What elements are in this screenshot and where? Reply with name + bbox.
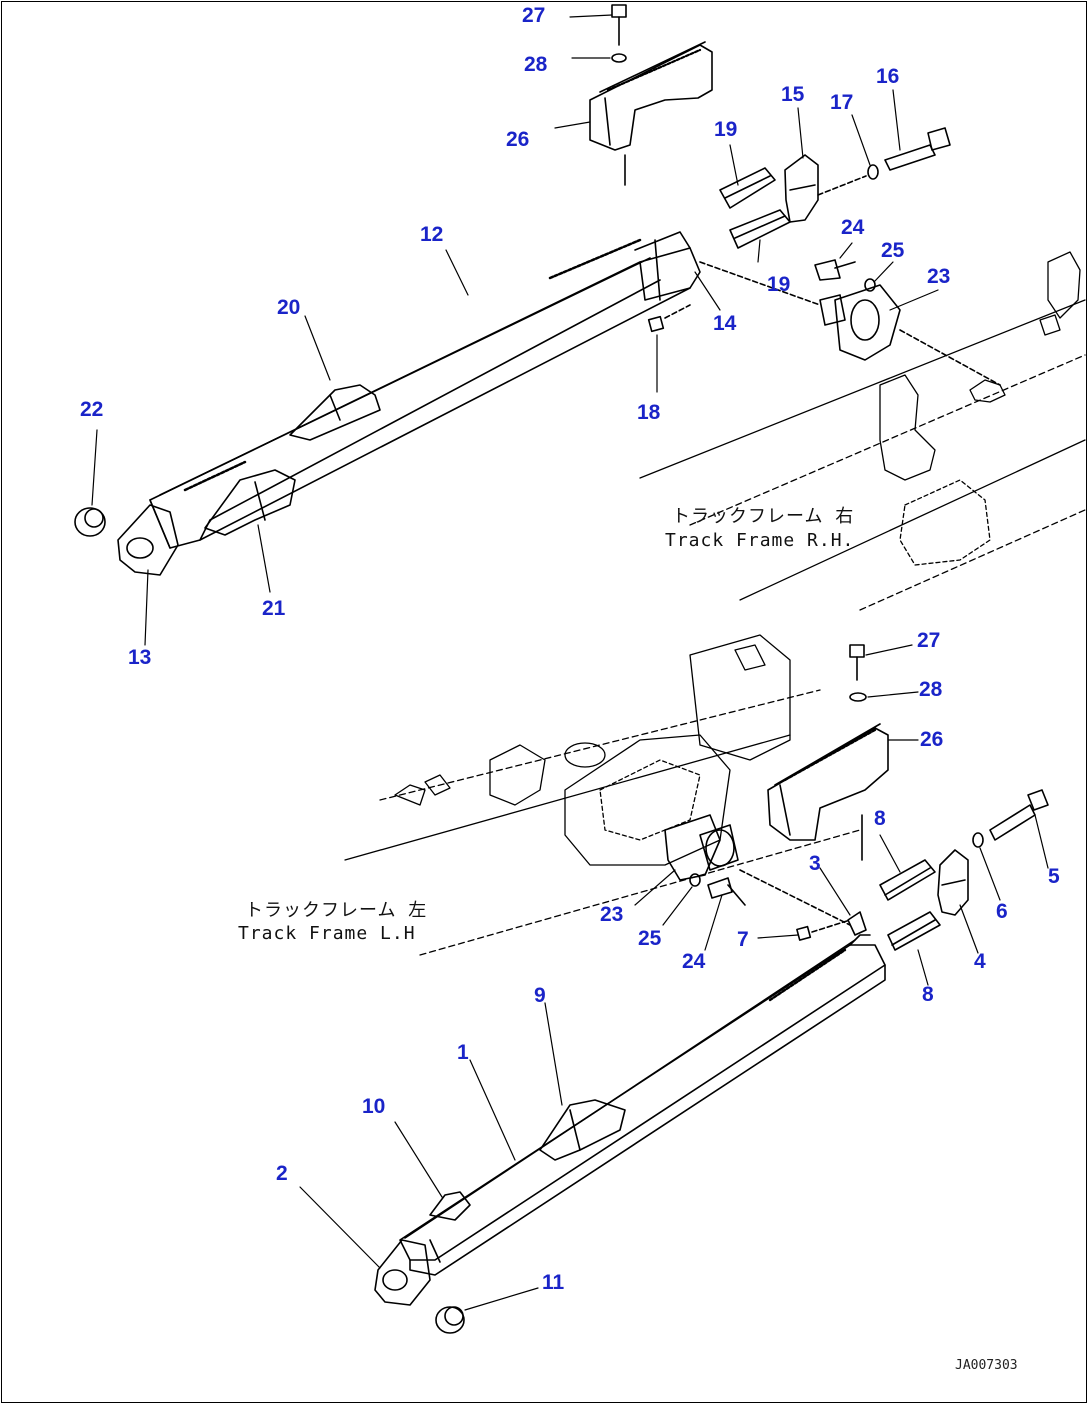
callout-3: 3 <box>809 852 821 875</box>
callout-18: 18 <box>637 401 661 424</box>
callout-28-upper: 28 <box>524 53 548 76</box>
callout-13: 13 <box>128 646 152 669</box>
callout-24-upper: 24 <box>841 216 865 239</box>
callout-9: 9 <box>534 984 546 1007</box>
callout-2: 2 <box>276 1162 288 1185</box>
callout-7: 7 <box>737 928 749 951</box>
callout-17: 17 <box>830 91 854 114</box>
yoke-lh-body <box>374 911 886 1306</box>
guard-26-upper <box>589 41 713 151</box>
caption-track-frame-lh-jp: トラックフレーム 左 <box>245 900 428 921</box>
callout-1: 1 <box>457 1041 469 1064</box>
callout-12: 12 <box>420 223 444 246</box>
callout-19-upper: 19 <box>714 118 738 141</box>
caption-track-frame-rh-jp: トラックフレーム 右 <box>672 506 855 527</box>
callout-25-lower: 25 <box>638 927 662 950</box>
callout-24-lower: 24 <box>682 950 706 973</box>
track-frame-lh-outline <box>344 634 861 956</box>
clamp-4 <box>937 849 969 916</box>
leader-lines <box>91 14 1049 1311</box>
callout-26-upper: 26 <box>506 128 530 151</box>
callout-16: 16 <box>876 65 900 88</box>
bolt-16 <box>817 127 951 196</box>
callout-28-lower: 28 <box>919 678 943 701</box>
bushing-22 <box>74 507 106 537</box>
clamp-15 <box>784 154 819 223</box>
callout-22: 22 <box>80 398 104 421</box>
callout-5: 5 <box>1048 865 1060 888</box>
callout-21: 21 <box>262 597 286 620</box>
callout-23-upper: 23 <box>927 265 951 288</box>
callout-25-upper: 25 <box>881 239 905 262</box>
shims-8 <box>879 859 941 951</box>
callout-23-lower: 23 <box>600 903 624 926</box>
bolt-27-lower <box>849 644 867 861</box>
callout-4: 4 <box>974 950 986 973</box>
flange-23-lower <box>664 814 851 926</box>
callout-14: 14 <box>713 312 737 335</box>
bolt-5 <box>972 789 1049 848</box>
callout-26-lower: 26 <box>920 728 944 751</box>
flange-23-upper <box>699 259 1001 386</box>
callout-27-upper: 27 <box>522 4 546 27</box>
nut-7 <box>796 919 851 941</box>
callout-6: 6 <box>996 900 1008 923</box>
callout-15: 15 <box>781 83 805 106</box>
callout-19-lower: 19 <box>767 273 791 296</box>
caption-track-frame-lh-en: Track Frame L.H <box>238 923 416 944</box>
track-frame-rh-outline <box>639 251 1086 611</box>
callout-11: 11 <box>542 1271 565 1294</box>
callout-8-upper: 8 <box>874 807 886 830</box>
bolt-27-upper <box>611 4 627 186</box>
bushing-11 <box>435 1306 465 1334</box>
callout-27-lower: 27 <box>917 629 941 652</box>
callout-10: 10 <box>362 1095 386 1118</box>
callout-20: 20 <box>277 296 301 319</box>
nut-18 <box>647 304 691 333</box>
callout-8-lower: 8 <box>922 983 934 1006</box>
caption-track-frame-rh-en: Track Frame R.H. <box>665 530 855 551</box>
yoke-rh-body <box>117 231 701 576</box>
drawing-code: JA007303 <box>955 1358 1018 1373</box>
shims-19 <box>719 167 791 249</box>
guard-26-lower <box>767 723 889 841</box>
